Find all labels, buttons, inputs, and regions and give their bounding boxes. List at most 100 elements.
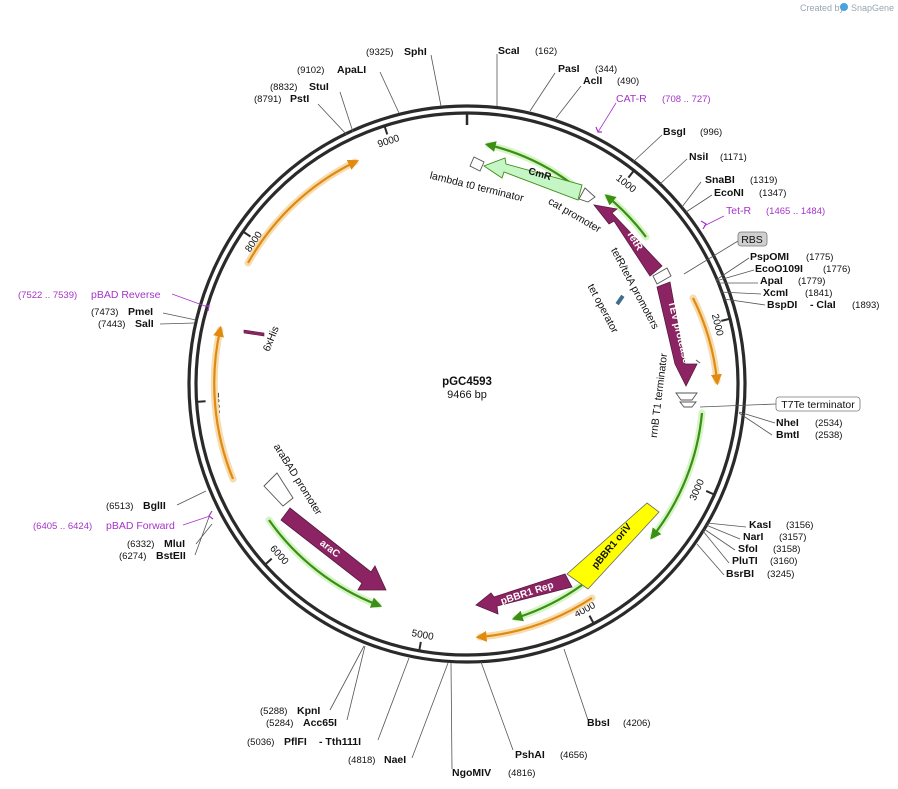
- site-name[interactable]: ApaLI: [337, 64, 366, 76]
- site-name[interactable]: PasI: [558, 63, 580, 75]
- orf-arrow[interactable]: [511, 584, 583, 622]
- site-name[interactable]: NgoMIV: [452, 767, 491, 779]
- primer-name[interactable]: pBAD Reverse: [91, 289, 161, 301]
- site-name[interactable]: SnaBI: [705, 174, 735, 186]
- site-name[interactable]: PspOMI: [750, 251, 789, 263]
- position-tick-mark: [242, 230, 251, 238]
- site-name[interactable]: AclI: [583, 75, 602, 87]
- orf-arrow[interactable]: [650, 412, 704, 540]
- sixxhis-label: 6xHis: [261, 324, 282, 353]
- site-name[interactable]: PstI: [290, 93, 309, 105]
- site-position: (3156): [786, 520, 813, 531]
- site-name[interactable]: BstEII: [156, 550, 186, 562]
- primer-markers: [171, 102, 725, 526]
- pbbr1-rep-feature[interactable]: pBBR1 Rep: [475, 573, 573, 615]
- site-name[interactable]: SfoI: [738, 543, 758, 555]
- plasmid-name: pGC4593: [442, 376, 492, 388]
- primer-name[interactable]: Tet-R: [726, 205, 752, 217]
- site-name[interactable]: EcoO109I: [755, 263, 803, 275]
- restriction-site-labels: (9325) SphI (9102) ApaLI (8832) StuI (87…: [91, 45, 879, 779]
- pbbr1-oriv-feature[interactable]: pBBR1 oriV: [566, 502, 660, 590]
- site-name[interactable]: BspDI: [767, 299, 797, 311]
- tet-operator-label: tet operator: [585, 282, 621, 335]
- site-name[interactable]: BbsI: [587, 717, 610, 729]
- cat-promoter-shape[interactable]: [578, 187, 596, 203]
- site-leaders: [159, 54, 776, 770]
- t7te-callout[interactable]: T7Te terminator: [699, 396, 861, 412]
- orf-arrow[interactable]: [692, 297, 722, 386]
- site-position: (9102): [297, 65, 324, 76]
- position-tick-label: 1000: [613, 173, 638, 196]
- primer-name[interactable]: CAT-R: [616, 93, 647, 105]
- position-tick-mark: [196, 400, 206, 403]
- site-name[interactable]: Acc65I: [303, 717, 337, 729]
- site-name[interactable]: NaeI: [384, 754, 406, 766]
- site-name[interactable]: KpnI: [297, 705, 320, 717]
- t7te-label: T7Te terminator: [781, 399, 855, 411]
- site-name[interactable]: StuI: [309, 81, 329, 93]
- plasmid-length: 9466 bp: [447, 389, 487, 401]
- sixxhis-shape[interactable]: [243, 329, 265, 337]
- site-name[interactable]: ApaI: [760, 275, 783, 287]
- site-name[interactable]: KasI: [749, 519, 771, 531]
- site-name[interactable]: BsrBI: [726, 568, 754, 580]
- site-name[interactable]: BsgI: [663, 126, 686, 138]
- site-position: (7473): [91, 307, 118, 318]
- site-name[interactable]: PluTI: [732, 555, 758, 567]
- tetr-teta-promoter-shape[interactable]: [652, 267, 672, 285]
- site-position: (1347): [759, 188, 786, 199]
- site-name[interactable]: PshAI: [515, 749, 545, 761]
- arabad-promoter-shape[interactable]: [263, 472, 294, 507]
- site-name[interactable]: NarI: [743, 531, 764, 543]
- site-name[interactable]: PmeI: [128, 306, 153, 318]
- orf-arrow[interactable]: [247, 159, 359, 264]
- site-position: (1776): [823, 264, 850, 275]
- orf-arrow[interactable]: [268, 519, 383, 608]
- site-position: (4818): [348, 755, 375, 766]
- lambda-t0-terminator-shape[interactable]: [469, 156, 485, 172]
- site-name[interactable]: XcmI: [763, 287, 788, 299]
- site-name[interactable]: BglII: [143, 500, 166, 512]
- primer-name[interactable]: pBAD Forward: [106, 520, 175, 532]
- site-position: (8791): [254, 94, 281, 105]
- site-name[interactable]: SphI: [404, 46, 427, 58]
- orf-arrow[interactable]: [484, 141, 573, 185]
- site-name[interactable]: - Tth111I: [319, 736, 361, 748]
- site-position: (1893): [852, 300, 879, 311]
- site-position: (3160): [770, 556, 797, 567]
- orf-arrow[interactable]: [213, 325, 235, 480]
- snapgene-logo-icon: [840, 3, 848, 11]
- cmr-feature[interactable]: CmR: [483, 157, 583, 201]
- site-position: (2534): [815, 418, 842, 429]
- site-position: (6274): [119, 551, 146, 562]
- position-tick-label: 5000: [411, 628, 435, 643]
- site-name[interactable]: NsiI: [689, 151, 708, 163]
- t7te-terminator-shape[interactable]: [679, 401, 697, 408]
- rrnb-t1-terminator-shape[interactable]: [675, 392, 698, 401]
- position-tick-mark: [721, 317, 731, 322]
- orf-glow: [689, 294, 721, 385]
- site-name[interactable]: EcoNI: [714, 187, 744, 199]
- position-tick-mark: [383, 125, 389, 135]
- primer-range: (6405 .. 6424): [33, 521, 92, 532]
- site-name[interactable]: - ClaI: [810, 299, 836, 311]
- orf-arrow[interactable]: [475, 597, 593, 642]
- site-position: (6513): [106, 501, 133, 512]
- site-name[interactable]: ScaI: [498, 45, 520, 57]
- rbs-shape[interactable]: [695, 359, 701, 364]
- orf-arrows: [210, 141, 722, 642]
- site-name[interactable]: PflFI: [284, 736, 307, 748]
- orf-arrow[interactable]: [604, 194, 647, 238]
- position-tick-label: 9000: [376, 133, 401, 150]
- site-name[interactable]: NheI: [776, 417, 799, 429]
- tet-operator-shape[interactable]: [615, 294, 625, 306]
- position-tick-mark: [705, 490, 715, 496]
- primer-range: (1465 .. 1484): [766, 206, 825, 217]
- site-position: (490): [617, 76, 639, 87]
- position-tick-mark: [418, 641, 422, 651]
- site-name[interactable]: SalI: [135, 318, 154, 330]
- site-name[interactable]: BmtI: [776, 429, 799, 441]
- site-name[interactable]: MluI: [164, 538, 185, 550]
- rbs-callout[interactable]: RBS: [683, 231, 768, 275]
